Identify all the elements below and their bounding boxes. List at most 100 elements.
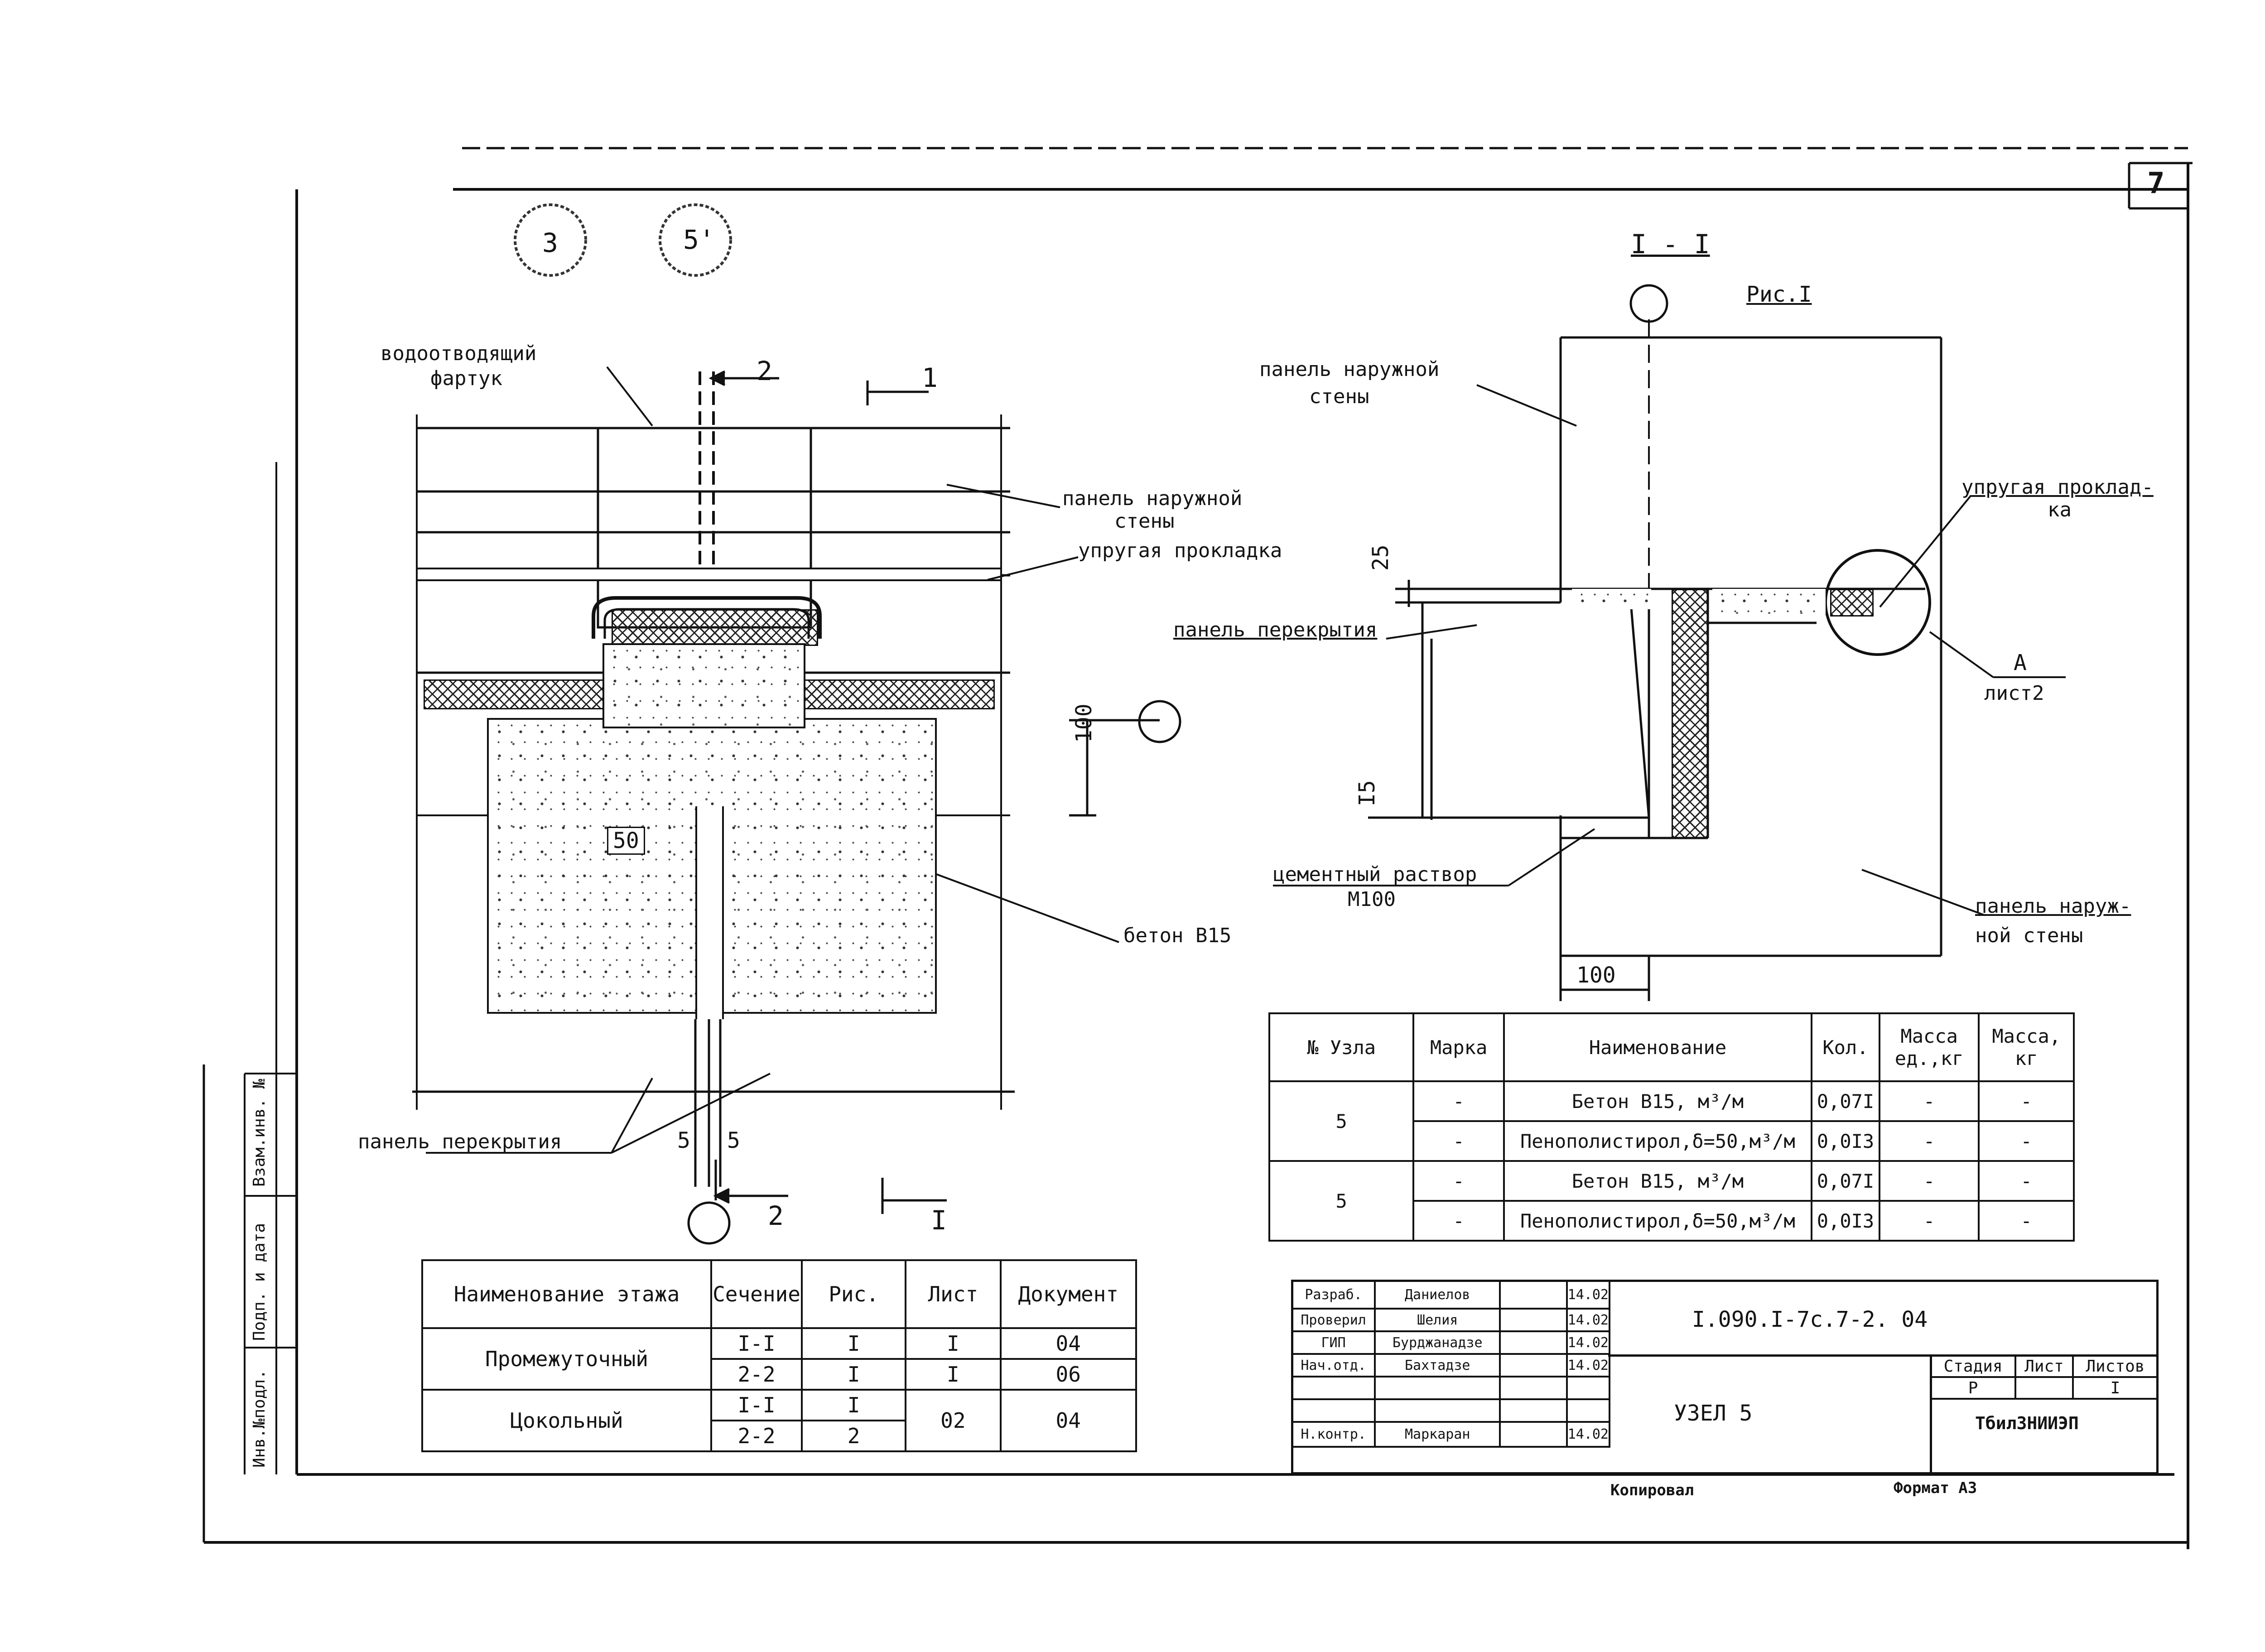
table-row: Промежуточный I-I I I 04: [421, 1327, 1137, 1391]
footer-copied: Копировал: [1610, 1481, 1694, 1499]
stage-header: Стадия: [1929, 1354, 2017, 1378]
floor-section: 2-2: [710, 1420, 803, 1452]
spec-unit-mass: -: [1878, 1160, 1980, 1202]
name-norm-control: Маркаран: [1374, 1421, 1501, 1448]
section-mark-1-top: 1: [922, 362, 938, 393]
spec-h-mass: Масса, кг: [1978, 1012, 2075, 1082]
role-gip: ГИП: [1291, 1330, 1376, 1355]
signature-cell: [1499, 1330, 1568, 1355]
signature-cell: [1499, 1421, 1568, 1448]
floor-doc: 04: [999, 1327, 1137, 1360]
stage-value: Р: [1929, 1376, 2017, 1400]
spec-name: Пенополистирол,δ=50,м³/м: [1503, 1200, 1813, 1242]
date-dept-head: 14.02: [1566, 1353, 1611, 1377]
floor-h-sheet: Лист: [905, 1259, 1002, 1329]
spec-node: 5: [1268, 1160, 1415, 1242]
divider: [1608, 1354, 2159, 1357]
fig-label: Рис.I: [1746, 282, 1812, 307]
footer-format: Формат А3: [1894, 1479, 1977, 1497]
spec-mass: -: [1978, 1160, 2075, 1202]
sheets-header: Листов: [2072, 1354, 2159, 1378]
r-label-gasket-2: ка: [2048, 498, 2072, 521]
spec-name: Бетон В15, м³/м: [1503, 1160, 1813, 1202]
table-row: Нач.отд. Бахтадзе 14.02: [1291, 1353, 1611, 1377]
floor-sheet: 02: [905, 1389, 1002, 1452]
r-label-gasket-1: упругая проклад-: [1961, 476, 2154, 499]
signature-cell: [1499, 1308, 1568, 1332]
spec-mass: -: [1978, 1080, 2075, 1122]
spec-name: Бетон В15, м³/м: [1503, 1080, 1813, 1122]
floor-fig: I: [801, 1389, 907, 1421]
table-row: - Пенополистирол,δ=50,м³/м 0,0I3 - -: [1269, 1120, 2075, 1162]
section-title-I-I: I - I: [1631, 229, 1710, 260]
floor-doc: 06: [999, 1358, 1137, 1391]
sheet-header: Лист: [2014, 1354, 2074, 1378]
signature-cell: [1499, 1376, 1568, 1400]
r-ref-sheet: лист2: [1984, 682, 2044, 705]
floor-panel-gap: [695, 806, 724, 1019]
right-mortar-top-2: [1712, 589, 1826, 614]
table-row: Цокольный I-I I 02 04: [421, 1389, 1137, 1452]
signature-cell: [1499, 1398, 1568, 1423]
spec-node: 5: [1268, 1080, 1415, 1162]
table-row: - Пенополистирол,δ=50,м³/м 0,0I3 - -: [1269, 1200, 2075, 1242]
r-label-mortar-2: М100: [1348, 888, 1396, 911]
spec-h-qty: Кол.: [1811, 1012, 1880, 1082]
table-row: Стадия Лист Листов: [1929, 1354, 2159, 1378]
r-label-outer-wall-1: панель наружной: [1259, 358, 1440, 381]
role-dept-head: Нач.отд.: [1291, 1353, 1376, 1377]
floor-section: I-I: [710, 1389, 803, 1421]
floor-sheet: I: [905, 1327, 1002, 1360]
table-row: ГИП Бурджанадзе 14.02: [1291, 1330, 1611, 1355]
floor-section: 2-2: [710, 1358, 803, 1391]
name-empty: [1374, 1376, 1501, 1400]
signature-cell: [1499, 1280, 1568, 1310]
table-row: 5 - Бетон В15, м³/м 0,07I - -: [1268, 1160, 2075, 1242]
spec-unit-mass: -: [1878, 1080, 1980, 1122]
spec-mass: -: [1978, 1200, 2075, 1242]
drawing-title: УЗЕЛ 5: [1674, 1401, 1753, 1426]
right-gasket-detail: [1830, 589, 1874, 616]
label-floor-panel: панель перекрытия: [358, 1130, 562, 1153]
divider: [1930, 1354, 1932, 1474]
date-developer: 14.02: [1566, 1280, 1611, 1310]
dim-5-b: 5: [727, 1128, 740, 1153]
r-label-outer-wall-b1: панель наруж-: [1975, 895, 2131, 918]
floor-fig: I: [801, 1358, 907, 1391]
organization: ТбилЗНИИЭП: [1975, 1413, 2079, 1433]
spec-mark: -: [1412, 1160, 1505, 1202]
doc-code: I.090.I-7с.7-2. 04: [1692, 1307, 1928, 1332]
stage-table: Стадия Лист Листов Р I: [1929, 1354, 2159, 1400]
r-label-outer-wall-2: стены: [1309, 385, 1369, 408]
spec-unit-mass: -: [1878, 1200, 1980, 1242]
date-empty: [1566, 1398, 1611, 1423]
floor-name: Цокольный: [421, 1389, 713, 1452]
section-mark-2-top: 2: [757, 356, 772, 386]
label-gasket: упругая прокладка: [1078, 539, 1282, 562]
role-empty: [1291, 1398, 1376, 1423]
spec-h-name: Наименование: [1503, 1012, 1813, 1082]
label-flashing-2: фартук: [430, 367, 502, 390]
table-row: Разраб. Даниелов 14.02: [1291, 1280, 1611, 1310]
concrete-fill-upper: [602, 643, 805, 728]
right-mortar-top: [1572, 589, 1651, 609]
spec-h-unit-mass: Масса ед.,кг: [1878, 1012, 1980, 1082]
name-empty: [1374, 1398, 1501, 1423]
date-gip: 14.02: [1566, 1330, 1611, 1355]
table-row: 2-2 2: [422, 1420, 1136, 1452]
spec-qty: 0,0I3: [1811, 1200, 1880, 1242]
spec-mark: -: [1412, 1080, 1505, 1122]
floor-section: I-I: [710, 1327, 803, 1360]
floor-h-doc: Документ: [999, 1259, 1137, 1329]
role-norm-control: Н.контр.: [1291, 1421, 1376, 1448]
floor-table: Наименование этажа Сечение Рис. Лист Док…: [421, 1259, 1137, 1452]
table-row: [1291, 1398, 1611, 1423]
dim-100-right: 100: [1576, 963, 1616, 988]
name-checker: Шелия: [1374, 1308, 1501, 1332]
spec-mark: -: [1412, 1120, 1505, 1162]
spec-h-mark: Марка: [1412, 1012, 1505, 1082]
dim-50: 50: [607, 827, 645, 855]
floor-h-section: Сечение: [710, 1259, 803, 1329]
date-empty: [1566, 1376, 1611, 1400]
floor-sheet: I: [905, 1358, 1002, 1391]
